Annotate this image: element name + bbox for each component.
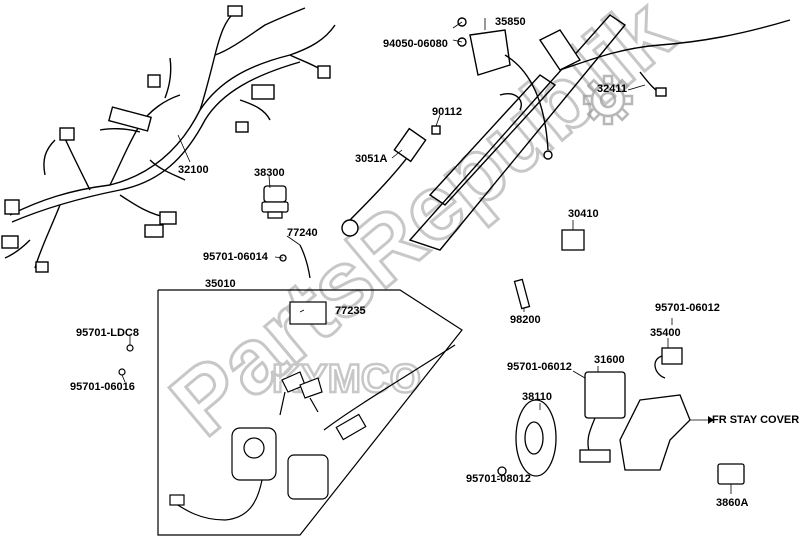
label-95701-06012-b: 95701-06012 [507, 361, 572, 373]
leader-lines [121, 18, 732, 494]
label-35010: 35010 [205, 278, 236, 290]
wire-harness-32100 [1, 5, 336, 273]
label-35400: 35400 [650, 327, 681, 339]
relay-30410 [561, 229, 585, 251]
connector-3860a [717, 463, 745, 485]
label-31600: 31600 [594, 354, 625, 366]
label-38110: 38110 [522, 391, 552, 403]
label-95701-06012-a: 95701-06012 [655, 302, 720, 314]
part-35400 [654, 347, 683, 379]
ignition-part-38300 [261, 185, 289, 219]
label-95701-06016: 95701-06016 [70, 381, 135, 393]
label-77240: 77240 [287, 227, 318, 239]
fr-stay-cover-bracket [619, 394, 691, 471]
label-32100: 32100 [178, 164, 209, 176]
horn-38110 [497, 399, 557, 477]
key-set-35010 [118, 289, 463, 536]
regulator-31600 [579, 371, 626, 463]
steering-stay [341, 14, 791, 251]
label-35850: 35850 [495, 16, 526, 28]
label-90112: 90112 [432, 106, 462, 118]
label-3860a: 3860A [716, 497, 749, 509]
gear-icon [582, 74, 634, 126]
label-77235: 77235 [335, 305, 366, 317]
arrow-icon [708, 416, 714, 424]
label-95701-ldc8: 95701-LDC8 [76, 327, 139, 339]
label-95701-08012: 95701-08012 [466, 473, 531, 485]
fuse-98200 [513, 278, 531, 310]
label-94050-06080: 94050-06080 [383, 38, 448, 50]
label-fr-stay-cover: FR STAY COVER [712, 414, 800, 426]
label-30410: 30410 [568, 208, 599, 220]
label-3051a: 3051A [355, 153, 388, 165]
label-32411: 32411 [597, 83, 627, 95]
label-38300: 38300 [254, 167, 285, 179]
label-95701-06014: 95701-06014 [203, 251, 268, 263]
label-98200: 98200 [510, 314, 541, 326]
